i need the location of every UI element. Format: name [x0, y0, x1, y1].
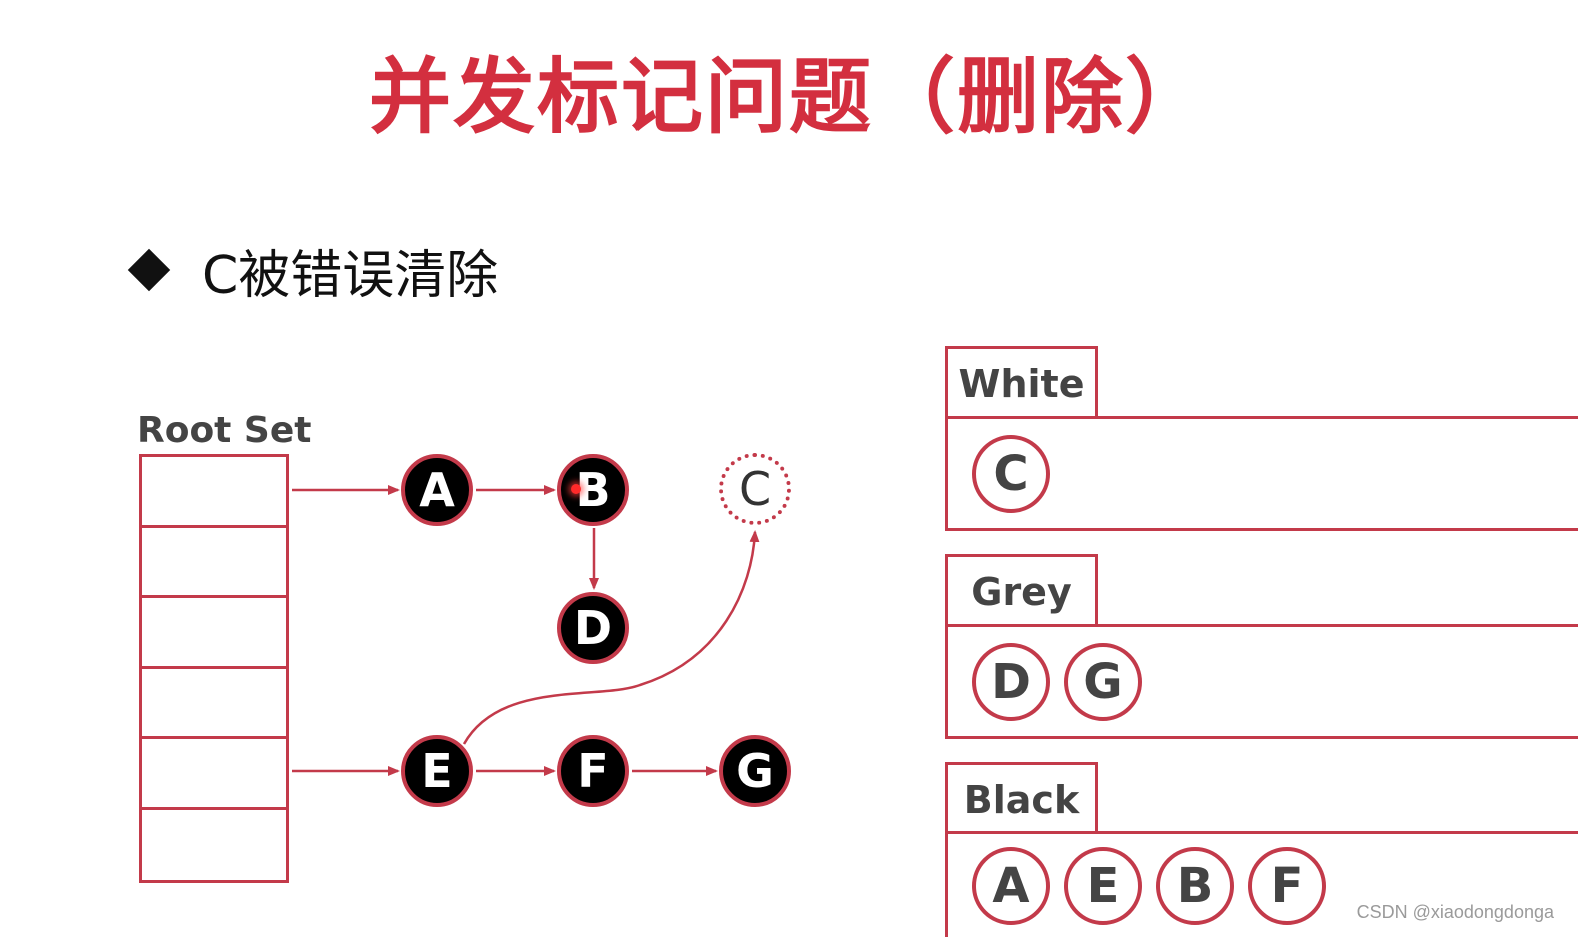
node-c-dashed: C	[719, 453, 791, 525]
node-b: B	[557, 454, 629, 526]
white-set-body: C	[945, 416, 1578, 531]
edge-e-c-deleted	[462, 530, 760, 745]
root-set-cell	[142, 739, 286, 810]
black-set-tab: Black	[945, 762, 1098, 834]
bullet-point: C被错误清除	[127, 238, 498, 306]
grey-set-node: G	[1064, 642, 1142, 721]
node-f: F	[557, 735, 629, 807]
node-g: G	[719, 735, 791, 807]
black-set-node: A	[972, 846, 1050, 925]
node-d: D	[557, 592, 629, 664]
black-set-node: E	[1064, 846, 1142, 925]
cursor-highlight-icon	[571, 484, 581, 494]
node-b-label: B	[575, 463, 611, 517]
white-set-tab: White	[945, 346, 1098, 418]
root-set-cell	[142, 598, 286, 669]
bullet-text: C被错误清除	[202, 245, 499, 306]
black-set-node: B	[1156, 846, 1234, 925]
black-set-body: A E B F	[945, 831, 1578, 937]
node-a: A	[401, 454, 473, 526]
root-set-cell	[142, 528, 286, 598]
root-set-label: Root Set	[137, 410, 312, 451]
root-set-table	[139, 454, 289, 883]
node-e: E	[401, 735, 473, 807]
page-title: 并发标记问题（删除）	[368, 50, 1209, 145]
root-set-cell	[142, 457, 286, 528]
watermark: CSDN @xiaodongdonga	[1356, 902, 1554, 922]
grey-set-node: D	[972, 642, 1050, 721]
root-set-cell	[142, 669, 286, 739]
grey-set-tab: Grey	[945, 554, 1098, 626]
white-set-node: C	[972, 434, 1050, 513]
grey-set-body: D G	[945, 624, 1578, 739]
black-set-node: F	[1248, 846, 1326, 925]
